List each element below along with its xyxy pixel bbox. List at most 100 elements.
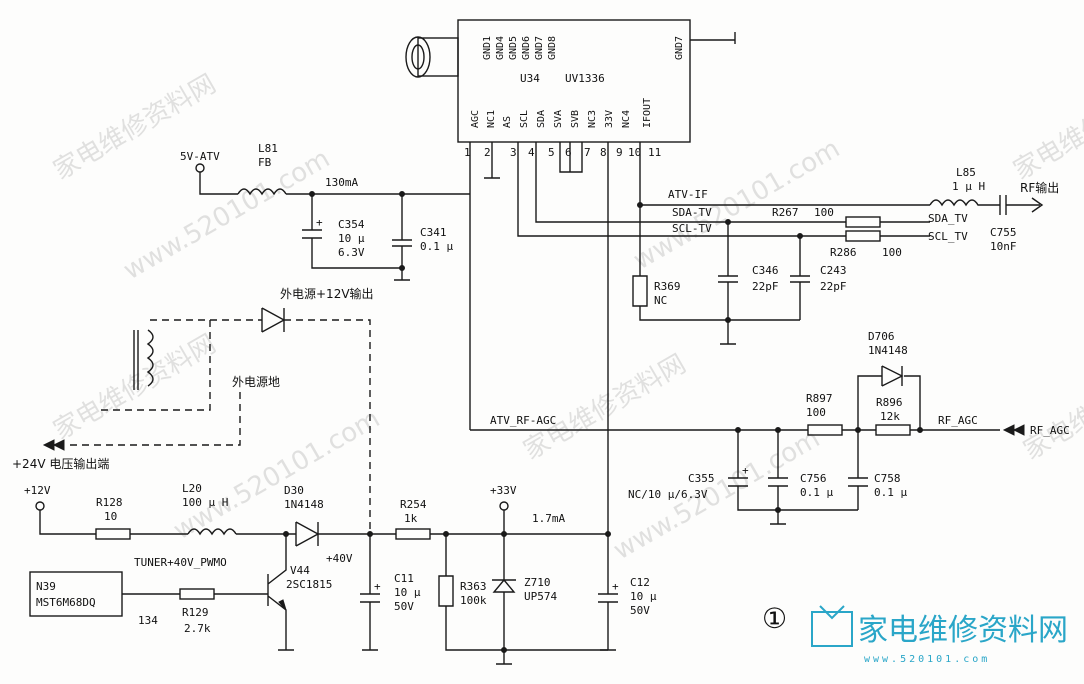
atv-if-net: ATV-IF — [668, 188, 708, 201]
c755-ref: C755 — [990, 226, 1017, 239]
diode-d706 — [881, 365, 904, 387]
l85-val: 1 µ H — [952, 180, 985, 193]
pin-num-10: 10 — [628, 146, 641, 159]
r128-ref: R128 — [96, 496, 123, 509]
r363-ref: R363 — [460, 580, 487, 593]
inductor-l20 — [187, 528, 237, 536]
c756-ref: C756 — [800, 472, 827, 485]
atv-rf-agc-net: ATV_RF-AGC — [490, 414, 556, 427]
r369-val: NC — [654, 294, 667, 307]
l20-val: 100 µ H — [182, 496, 228, 509]
c11-v2: 50V — [394, 600, 414, 613]
c354-v1: 10 µ — [338, 232, 365, 245]
supply-33v-chain: +12V R128 10 L20 100 µ H D30 1N4148 +40V… — [24, 482, 657, 665]
external-power-block: 外电源+12V输出 外电源地 +24V 电压输出端 — [12, 286, 374, 534]
ic-part: UV1336 — [565, 72, 605, 85]
sda-out: SDA_TV — [928, 212, 968, 225]
logo-url: www.520101.com — [864, 654, 990, 665]
rf-connector-ring — [405, 36, 431, 78]
plus40v: +40V — [326, 552, 353, 565]
c355-val: NC/10 µ/6.3V — [628, 488, 708, 501]
watermark-text: 家电维修资料网 — [1009, 69, 1084, 186]
c12-v2: 50V — [630, 604, 650, 617]
r286-val: 100 — [882, 246, 902, 259]
i2c-lines: SDA-TV SCL-TV R267 100 SDA_TV R286 100 S… — [672, 206, 968, 345]
l85-ref: L85 — [956, 166, 976, 179]
net-terminal — [195, 163, 205, 173]
pin-label-nc3: NC3 — [587, 110, 598, 128]
tuner-ic-u34: GND1 GND4 GND5 GND6 GND7 GND8 GND7 U34 U… — [405, 19, 736, 534]
pin-num-4: 4 — [528, 146, 535, 159]
ext-12v-label: 外电源+12V输出 — [280, 286, 374, 301]
n39-pin: 134 — [138, 614, 158, 627]
q-part: 2SC1815 — [286, 578, 332, 591]
figure-number: ① — [762, 602, 787, 635]
rf-out-label: RF输出 — [1020, 180, 1059, 195]
pin-num-5: 5 — [548, 146, 555, 159]
diode-ext — [261, 307, 286, 333]
c11-ref: C11 — [394, 572, 414, 585]
n39-ref: N39 — [36, 580, 56, 593]
pin-num-11: 11 — [648, 146, 661, 159]
pin-label-gnd7-right: GND7 — [674, 36, 685, 60]
resistor-r254 — [395, 528, 431, 540]
pwm-net: TUNER+40V_PWMO — [134, 556, 227, 569]
diode-d30 — [295, 521, 320, 547]
pin-num-3: 3 — [510, 146, 517, 159]
pin-label-gnd8: GND8 — [547, 36, 558, 60]
r363-val: 100k — [460, 594, 487, 607]
rf-connector — [417, 37, 459, 77]
l81-val: FB — [258, 156, 272, 169]
c12-v1: 10 µ — [630, 590, 657, 603]
pin-label-sva: SVA — [553, 110, 564, 128]
net-12v: +12V — [24, 484, 51, 497]
pin-label-agc: AGC — [470, 110, 481, 128]
resistor-r286 — [845, 230, 881, 242]
pin-num-6: 6 — [565, 146, 572, 159]
c341-ref: C341 — [420, 226, 447, 239]
c243-val: 22pF — [820, 280, 847, 293]
pin-label-gnd7: GND7 — [534, 36, 545, 60]
c758-val: 0.1 µ — [874, 486, 907, 499]
inductor-l81 — [237, 188, 287, 196]
l20-ref: L20 — [182, 482, 202, 495]
r286-ref: R286 — [830, 246, 857, 259]
r896-val: 12k — [880, 410, 900, 423]
c12-ref: C12 — [630, 576, 650, 589]
pin-label-sda: SDA — [536, 110, 547, 128]
z710-val: UP574 — [524, 590, 557, 603]
watermark-url: www.520101.com — [169, 404, 386, 546]
ic-ref: U34 — [520, 72, 540, 85]
net-33v: +33V — [490, 484, 517, 497]
c346-ref: C346 — [752, 264, 779, 277]
z710-ref: Z710 — [524, 576, 551, 589]
rf-agc-net: RF_AGC — [938, 414, 978, 427]
svg-text:+: + — [316, 216, 323, 229]
supply-5v-atv: 5V-ATV L81 FB 130mA + C354 10 µ 6.3V C34… — [180, 142, 470, 281]
resistor-r896 — [875, 424, 911, 436]
sda-net: SDA-TV — [672, 206, 712, 219]
agc-network: ATV_RF-AGC R897 100 R896 12k RF_AGC RF_A… — [470, 330, 1070, 525]
rf-agc-in: RF_AGC — [1030, 424, 1070, 437]
watermark-url: www.520101.com — [119, 144, 336, 286]
resistor-r267 — [845, 216, 881, 228]
resistor-r129 — [179, 588, 215, 600]
resistor-r128 — [95, 528, 131, 540]
r897-val: 100 — [806, 406, 826, 419]
ext-ground-label: 外电源地 — [232, 375, 280, 389]
d30-val: 1N4148 — [284, 498, 324, 511]
svg-text:+: + — [612, 580, 619, 593]
pin-label-ifout: IFOUT — [642, 98, 653, 128]
watermark-text: 家电维修资料网 — [49, 69, 222, 186]
watermark-text: 家电维修资料网 — [519, 349, 692, 466]
pin-label-scl: SCL — [519, 110, 530, 128]
d30-ref: D30 — [284, 484, 304, 497]
pin-num-2: 2 — [484, 146, 491, 159]
r267-ref: R267 — [772, 206, 799, 219]
pin-label-nc4: NC4 — [621, 110, 632, 128]
c756-val: 0.1 µ — [800, 486, 833, 499]
r896-ref: R896 — [876, 396, 903, 409]
n39-part: MST6M68DQ — [36, 596, 96, 609]
pin-label-svb: SVB — [570, 110, 581, 128]
